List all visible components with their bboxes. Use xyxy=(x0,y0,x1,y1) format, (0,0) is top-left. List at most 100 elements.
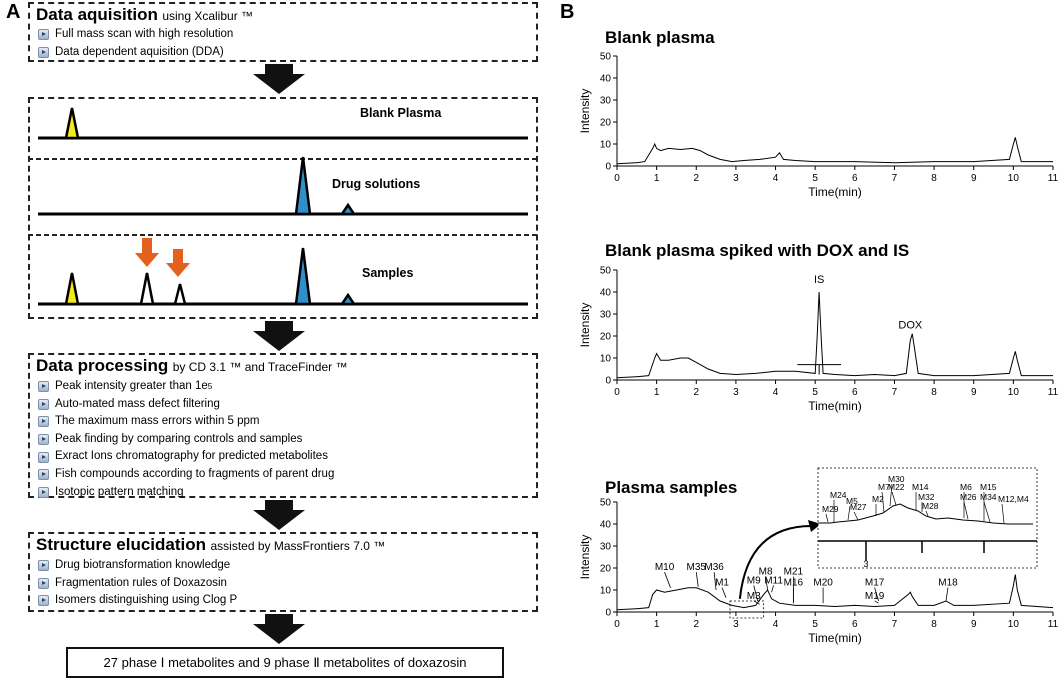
bullet-arrow-icon xyxy=(38,29,49,41)
drug-peak-minor xyxy=(339,202,357,216)
inset-metabolite-arrow xyxy=(925,510,929,517)
processing-item-text: Auto-mated mass defect filtering xyxy=(55,397,220,410)
y-axis-label: Intensity xyxy=(578,89,592,134)
result-box: 27 phase Ⅰ metabolites and 9 phase Ⅱ met… xyxy=(66,647,504,678)
metabolite-label: M9 xyxy=(747,575,761,586)
y-tick-label: 30 xyxy=(600,310,612,321)
x-tick-label: 7 xyxy=(892,173,898,184)
blank-peak xyxy=(64,107,80,140)
chart2-title: Blank plasma spiked with DOX and IS xyxy=(605,241,910,260)
x-tick-label: 10 xyxy=(1008,387,1020,398)
metabolite-label: M11 xyxy=(764,575,783,586)
x-tick-label: 4 xyxy=(773,619,779,630)
bullet-arrow-icon xyxy=(38,469,49,481)
chromatogram-trace xyxy=(616,291,1053,379)
acquisition-item: Full mass scan with high resolution xyxy=(38,26,233,44)
x-tick-label: 9 xyxy=(971,619,977,630)
metabolite-arrow xyxy=(753,585,759,602)
bullet-arrow-icon xyxy=(38,577,49,589)
x-tick-label: 3 xyxy=(733,619,739,630)
bullet-arrow-icon xyxy=(38,486,49,498)
elucidation-item-text: Isomers distinguishing using Clog P xyxy=(55,594,238,607)
x-tick-label: 6 xyxy=(852,619,858,630)
metabolite-label: M3 xyxy=(747,591,761,602)
metabolite-label: M19 xyxy=(865,591,885,602)
chromatogram-trace xyxy=(616,137,1053,165)
x-tick-label: 4 xyxy=(773,173,779,184)
metabolite-arrow xyxy=(695,572,699,587)
inset-metabolite-label: M27 xyxy=(850,502,867,512)
y-tick-label: 50 xyxy=(600,52,612,63)
elucidation-heading: Structure elucidation assisted by MassFr… xyxy=(36,535,385,555)
bullet-arrow-icon xyxy=(38,398,49,410)
x-tick-label: 5 xyxy=(812,173,818,184)
metabolite-label: M21 xyxy=(784,567,804,578)
dox-label: DOX xyxy=(898,319,923,331)
zoom-region xyxy=(729,600,765,619)
inset-metabolite-arrow xyxy=(847,505,851,521)
sample-peak-endogenous xyxy=(64,272,80,306)
x-tick-label: 10 xyxy=(1008,619,1020,630)
stage-label-drug: Drug solutions xyxy=(332,177,420,191)
flow-arrow-2 xyxy=(253,321,305,351)
metabolite-arrow xyxy=(664,572,671,588)
x-tick-label: 2 xyxy=(693,619,699,630)
inset-metabolite-label: M26 xyxy=(960,492,977,502)
stage-label-samples: Samples xyxy=(362,266,413,280)
acquisition-item: Data dependent aquisition (DDA) xyxy=(38,44,233,62)
orange-arrow-icon xyxy=(135,238,159,267)
x-tick-label: 4 xyxy=(773,387,779,398)
inset-metabolite-arrow xyxy=(853,511,859,521)
x-tick-label: 8 xyxy=(931,619,937,630)
processing-subtitle: by CD 3.1 ™ and TraceFinder ™ xyxy=(172,360,348,374)
zoom-curved-arrow xyxy=(738,524,816,599)
processing-item: Auto-mated mass defect filtering xyxy=(38,396,334,414)
inset-metabolite-label: M7 xyxy=(878,482,890,492)
inset-metabolite-arrow xyxy=(963,501,969,520)
x-tick-label: 1 xyxy=(654,387,660,398)
inset-metabolite-label: M34 xyxy=(980,492,997,502)
y-tick-label: 40 xyxy=(600,520,612,531)
x-tick-label: 10 xyxy=(1008,173,1020,184)
processing-box: Data processing by CD 3.1 ™ and TraceFin… xyxy=(28,353,538,498)
elucidation-item: Isomers distinguishing using Clog P xyxy=(38,592,237,610)
elucidation-title: Structure elucidation xyxy=(36,535,207,554)
acquisition-item-text: Full mass scan with high resolution xyxy=(55,28,234,40)
processing-item-text: Isotopic pattern matching xyxy=(55,485,184,498)
y-tick-label: 40 xyxy=(600,288,612,299)
acquisition-item-text: Data dependent aquisition (DDA) xyxy=(55,45,224,58)
bullet-arrow-icon xyxy=(38,560,49,572)
sample-peak-drug xyxy=(294,247,312,306)
processing-item: Fish compounds according to fragments of… xyxy=(38,466,334,484)
metabolite-arrow xyxy=(874,587,879,602)
processing-item: The maximum mass errors within 5 ppm xyxy=(38,413,334,431)
acquisition-heading: Data aquisition using Xcalibur ™ xyxy=(36,5,253,25)
x-tick-label: 3 xyxy=(733,173,739,184)
y-tick-label: 10 xyxy=(600,354,612,365)
zoom-arrowhead-icon xyxy=(808,520,821,532)
x-tick-label: 9 xyxy=(971,387,977,398)
processing-heading: Data processing by CD 3.1 ™ and TraceFin… xyxy=(36,356,347,376)
result-text: 27 phase Ⅰ metabolites and 9 phase Ⅱ met… xyxy=(103,654,467,670)
x-axis-label: Time(min) xyxy=(808,631,862,645)
processing-item-text: Exract Ions chromatography for predicted… xyxy=(55,450,328,463)
metabolite-arrow xyxy=(771,585,774,593)
x-axis-label: Time(min) xyxy=(808,185,862,199)
inset-metabolite-label: M24 xyxy=(830,490,847,500)
metabolite-label: M18 xyxy=(938,578,958,589)
metabolite-label: M8 xyxy=(759,567,773,578)
y-tick-label: 0 xyxy=(605,376,611,387)
inset-metabolite-label: M30 xyxy=(888,474,905,484)
sample-peak-metabolite xyxy=(139,272,155,306)
elucidation-item-text: Drug biotransformation knowledge xyxy=(55,559,231,571)
inset-metabolite-arrow xyxy=(891,491,897,506)
orange-arrow-icon xyxy=(166,249,190,277)
inset-metabolite-label: M29 xyxy=(822,504,839,514)
metabolite-label: M36 xyxy=(704,562,724,573)
processing-item-text: The maximum mass errors within 5 ppm xyxy=(55,415,260,428)
